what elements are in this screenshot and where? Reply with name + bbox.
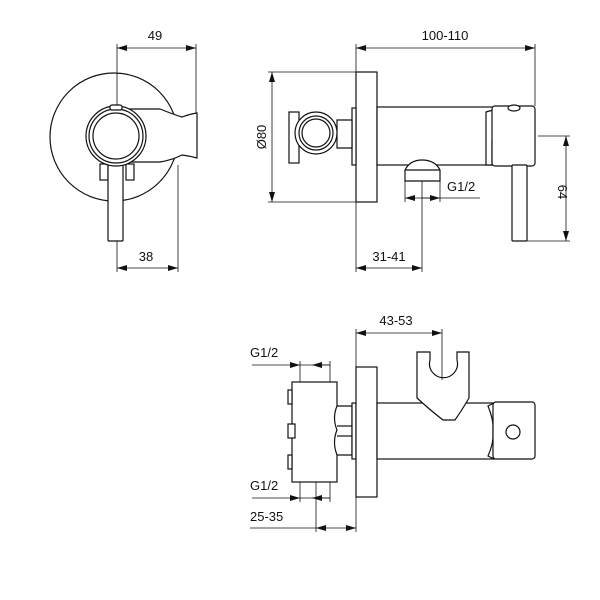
dim-outlet-thread: G1/2 bbox=[447, 179, 475, 194]
nub-left bbox=[99, 163, 109, 181]
lever bbox=[107, 159, 124, 242]
dim-38: 38 bbox=[139, 249, 153, 264]
dim-43-53: 43-53 bbox=[379, 313, 412, 328]
inlet-block bbox=[291, 381, 338, 483]
wall-plate bbox=[355, 366, 378, 498]
ring-inner bbox=[92, 112, 140, 160]
head bbox=[491, 105, 536, 167]
front-view: 49 38 bbox=[49, 28, 198, 272]
dim-100-110: 100-110 bbox=[422, 28, 469, 43]
head-hole bbox=[505, 424, 521, 440]
side-view: 100-110 Ø80 64 G1/2 31-41 bbox=[254, 28, 570, 272]
dim-49: 49 bbox=[148, 28, 162, 43]
dim-25-35: 25-35 bbox=[250, 509, 283, 524]
body-tube bbox=[376, 106, 494, 166]
dim-inlet-thread-bottom: G1/2 bbox=[250, 478, 278, 493]
wall-plate bbox=[355, 71, 378, 203]
lever bbox=[511, 164, 528, 242]
top-view: 43-53 G1/2 G1/2 25-35 bbox=[250, 313, 536, 532]
dim-inlet-thread-top: G1/2 bbox=[250, 345, 278, 360]
dim-31-41: 31-41 bbox=[372, 249, 405, 264]
nub-right bbox=[125, 163, 135, 181]
ring-outer bbox=[85, 105, 147, 167]
shower-holder bbox=[416, 351, 470, 421]
dim-64: 64 bbox=[555, 185, 570, 199]
holder-ring bbox=[294, 111, 338, 155]
dim-diameter-80: Ø80 bbox=[254, 125, 269, 150]
nut bbox=[333, 405, 353, 456]
